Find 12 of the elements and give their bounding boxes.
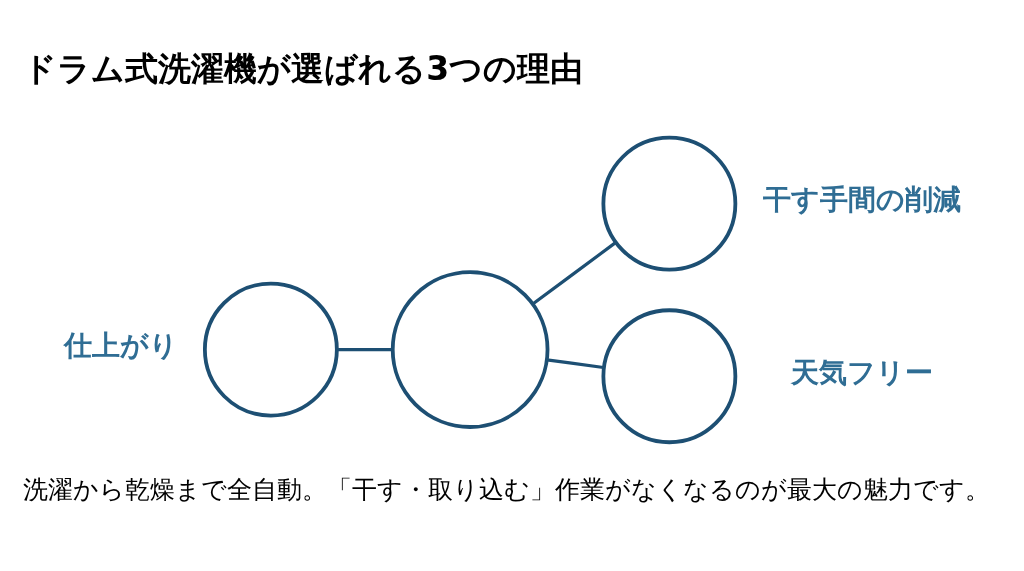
connector bbox=[337, 348, 393, 352]
node-label: 仕上がり bbox=[64, 329, 178, 363]
caption: 洗濯から乾燥まで全自動。「干す・取り込む」作業がなくなるのが最大の魅力です。 bbox=[23, 474, 991, 505]
node-label: 干す手間の削減 bbox=[763, 183, 962, 217]
node-circle bbox=[390, 270, 550, 429]
node-circle bbox=[601, 135, 738, 272]
node-circle bbox=[202, 281, 339, 418]
node-label: 天気フリー bbox=[790, 356, 933, 390]
connector bbox=[532, 241, 617, 306]
diagram-title: ドラム式洗濯機が選ばれる3つの理由 bbox=[23, 49, 584, 89]
connector bbox=[546, 358, 604, 370]
node-circle bbox=[601, 308, 738, 445]
